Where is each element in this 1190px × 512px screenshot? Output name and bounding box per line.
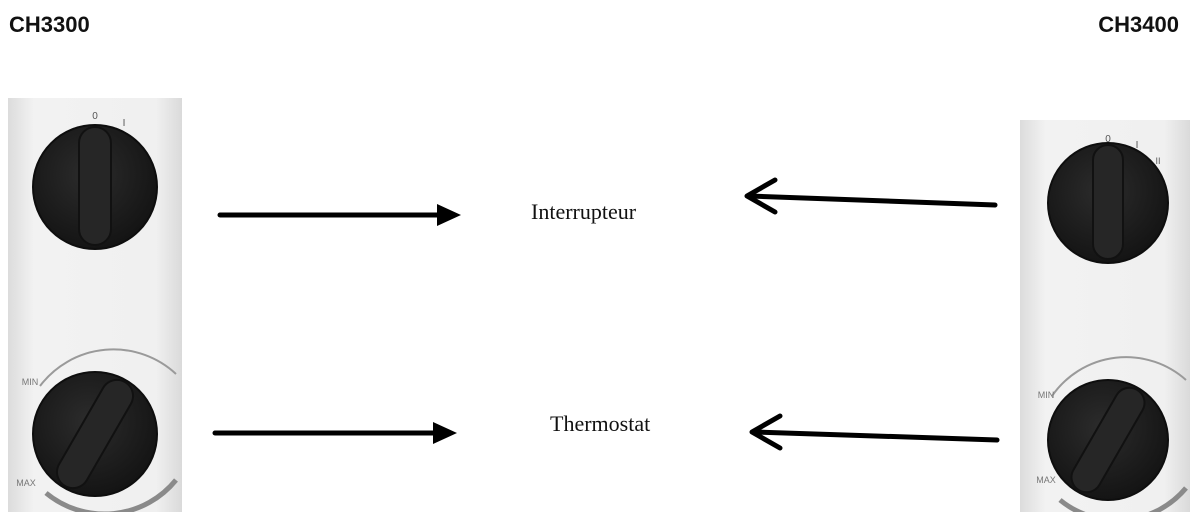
arrow-right-switch — [744, 177, 998, 215]
switch-knob-grip — [78, 126, 112, 246]
callout-thermostat: Thermostat — [550, 411, 651, 436]
switch-mark-2: II — [1155, 156, 1160, 166]
thermostat-mark-max: MAX — [16, 478, 36, 488]
switch-knob-grip — [1092, 144, 1124, 260]
switch-mark-1: I — [123, 118, 126, 129]
thermostat-mark-min: MIN — [22, 377, 39, 387]
switch-mark-1: I — [1136, 140, 1139, 151]
thermostat-scale-lower — [1058, 486, 1188, 512]
switch-mark-0: 0 — [1105, 134, 1111, 145]
callout-interrupteur: Interrupteur — [531, 199, 637, 224]
switch-knob[interactable] — [32, 124, 158, 250]
panel-ch3400: 0 I II MIN MAX — [1020, 120, 1190, 512]
arrow-left-switch — [217, 204, 461, 226]
panel-ch3300: 0 I MIN MAX — [8, 98, 182, 512]
switch-knob[interactable] — [1047, 142, 1169, 264]
thermostat-knob[interactable] — [32, 371, 158, 497]
thermostat-knob-grip — [1070, 386, 1146, 494]
arrow-left-thermostat — [212, 422, 457, 444]
thermostat-scale-upper — [39, 348, 177, 387]
thermostat-mark-min: MIN — [1038, 390, 1055, 400]
thermostat-scale-lower — [44, 478, 178, 512]
model-label-ch3300: CH3300 — [9, 12, 90, 37]
model-label-ch3400: CH3400 — [1098, 12, 1179, 37]
thermostat-mark-max: MAX — [1036, 475, 1056, 485]
thermostat-scale-upper — [1051, 356, 1187, 397]
thermostat-knob[interactable] — [1047, 379, 1169, 501]
thermostat-knob-grip — [56, 378, 134, 490]
switch-mark-0: 0 — [92, 111, 98, 122]
arrow-right-thermostat — [749, 413, 1000, 451]
